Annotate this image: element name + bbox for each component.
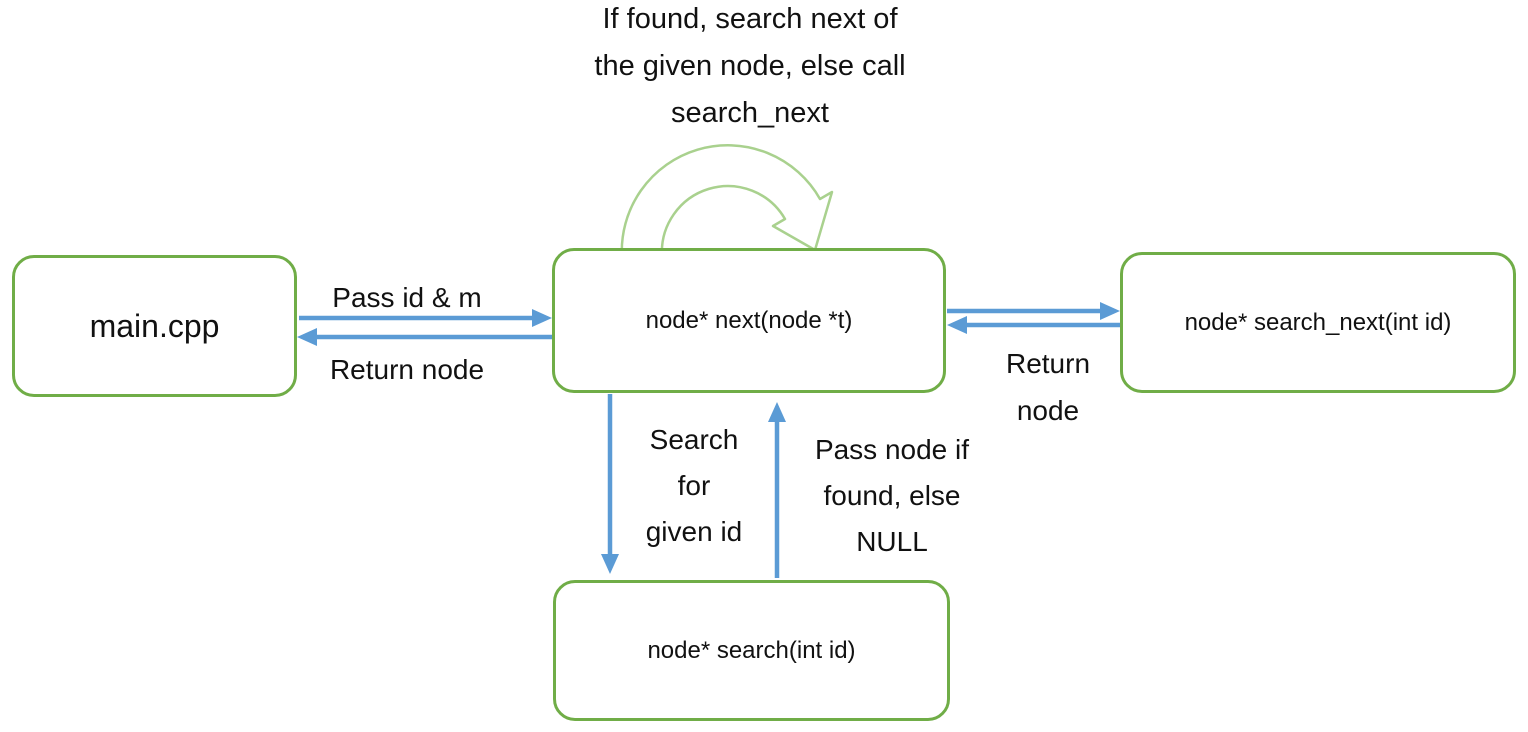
arrow-return-node-right bbox=[947, 316, 1120, 334]
arrow-return-node-left bbox=[297, 328, 552, 346]
node-next-function: node* next(node *t) bbox=[552, 248, 946, 393]
edge-label-pass-id: Pass id & m bbox=[332, 282, 482, 313]
node-search-next-function-label: node* search_next(int id) bbox=[1184, 308, 1452, 336]
node-search-function-label: node* search(int id) bbox=[647, 636, 856, 664]
loop-annotation-text: If found, search next of the given node,… bbox=[594, 3, 906, 129]
node-search-next-function: node* search_next(int id) bbox=[1120, 252, 1516, 393]
edge-label-return-node-left: Return node bbox=[329, 354, 485, 385]
node-next-function-label: node* next(node *t) bbox=[645, 306, 853, 334]
node-main-cpp-label: main.cpp bbox=[89, 307, 220, 344]
arrow-pass-node bbox=[768, 402, 786, 578]
node-main-cpp: main.cpp bbox=[12, 255, 297, 397]
self-loop-arrow-icon bbox=[620, 144, 834, 260]
edge-label-pass-node: Pass node if found, else NULL bbox=[814, 434, 970, 557]
edge-label-search-for-id: Search for given id bbox=[645, 424, 743, 547]
arrow-to-search-next bbox=[947, 302, 1120, 320]
edge-label-return-node-right: Return node bbox=[1005, 348, 1091, 426]
arrow-search-for-id bbox=[601, 394, 619, 574]
arrow-pass-id bbox=[299, 309, 552, 327]
node-search-function: node* search(int id) bbox=[553, 580, 950, 721]
